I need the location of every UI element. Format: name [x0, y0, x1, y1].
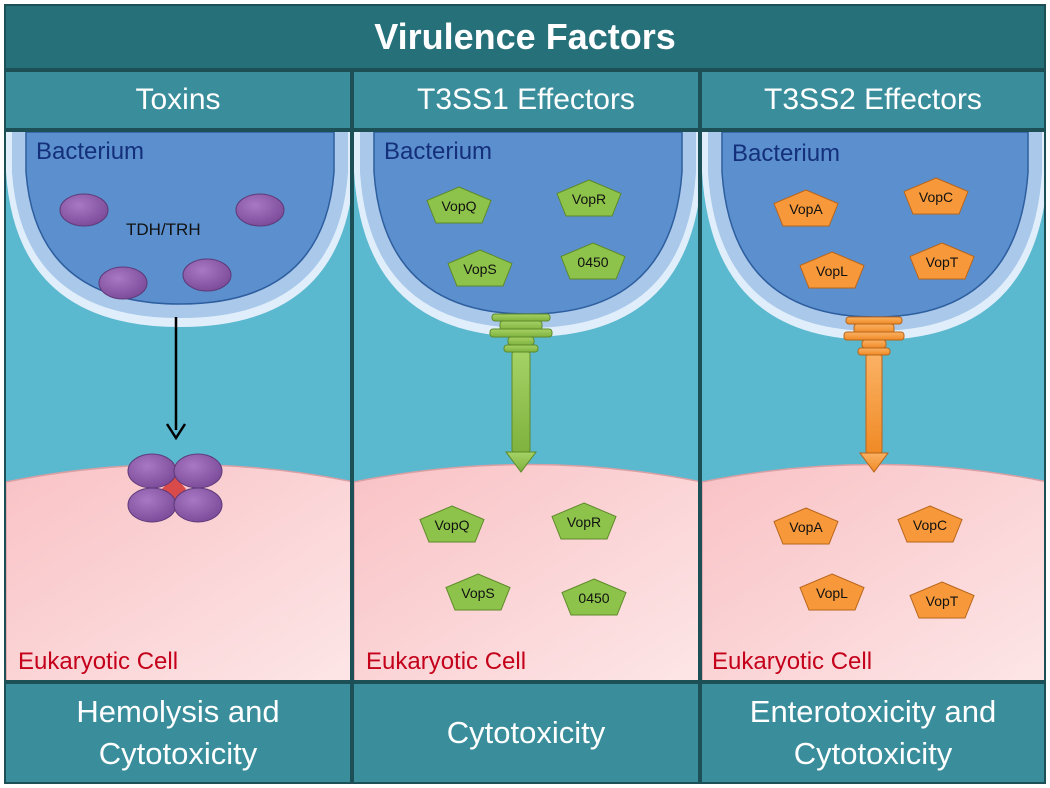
effector-shape	[799, 251, 865, 289]
toxin-molecule	[235, 193, 285, 227]
bacterium-label: Bacterium	[36, 138, 145, 165]
effector-label: VopA	[789, 201, 823, 217]
t3ss2-injectisome	[843, 316, 905, 473]
effectors-in-host: VopQ VopR VopS 0450	[419, 502, 627, 616]
effector-shape	[560, 242, 626, 280]
effector-protein: 0450	[561, 578, 627, 616]
effector-label: VopL	[816, 263, 848, 279]
effector-protein: 0450	[560, 242, 626, 280]
effector-shape	[799, 573, 865, 611]
column-header-t3ss1: T3SS1 Effectors	[352, 70, 700, 130]
t3ss1-injectisome	[489, 313, 553, 473]
effector-label: VopS	[463, 261, 496, 277]
column-header-toxins: Toxins	[4, 70, 352, 130]
effector-shape	[909, 581, 975, 619]
effector-protein: VopT	[909, 581, 975, 619]
effector-label: VopR	[567, 514, 601, 530]
effector-protein: VopR	[556, 179, 622, 217]
effector-label: VopQ	[441, 198, 476, 214]
effector-shape	[897, 505, 963, 543]
effector-label: VopT	[926, 254, 959, 270]
effectors-in-bacterium: VopA VopC VopL VopT	[773, 177, 975, 289]
effector-protein: VopC	[903, 177, 969, 215]
effector-label: VopQ	[434, 517, 469, 533]
effector-protein: VopQ	[419, 505, 485, 543]
effectors-in-host: VopA VopC VopL VopT	[773, 505, 975, 619]
footer-line: Cytotoxicity	[793, 736, 953, 771]
effector-protein: VopQ	[426, 186, 492, 224]
toxin-molecule	[98, 266, 148, 300]
effector-label: 0450	[577, 254, 608, 270]
effector-label: VopC	[919, 189, 953, 205]
toxin-molecule	[182, 258, 232, 292]
effector-protein: VopR	[551, 502, 617, 540]
eukaryotic-cell-label: Eukaryotic Cell	[18, 648, 179, 675]
footer-line: Hemolysis and	[76, 694, 280, 729]
effector-shape	[561, 578, 627, 616]
footer-line: Cytotoxicity	[446, 715, 606, 750]
column-footer-t3ss1: Cytotoxicity	[352, 682, 700, 784]
bacterium-label: Bacterium	[384, 138, 493, 165]
effector-protein: VopL	[799, 251, 865, 289]
effector-label: VopS	[461, 585, 494, 601]
toxin-pore-complex	[127, 453, 223, 523]
diagram-title: Virulence Factors	[4, 4, 1046, 70]
panel-toxins: Bacterium TDH/TRH Eukaryotic Cell	[4, 130, 352, 682]
effector-shape	[445, 573, 511, 611]
bacterium-label: Bacterium	[732, 140, 841, 167]
toxin-molecule	[59, 193, 109, 227]
effector-shape	[773, 189, 839, 227]
effector-shape	[556, 179, 622, 217]
eukaryotic-cell-label: Eukaryotic Cell	[712, 648, 873, 675]
footer-line: Cytotoxicity	[98, 736, 258, 771]
effector-shape	[447, 249, 513, 287]
effector-shape	[551, 502, 617, 540]
panel-t3ss2: VopA VopC VopL VopT VopA VopC VopL VopT Bacter…	[700, 130, 1046, 682]
secretion-arrowhead	[165, 423, 187, 441]
effector-shape	[426, 186, 492, 224]
column-header-t3ss2: T3SS2 Effectors	[700, 70, 1046, 130]
toxin-label: TDH/TRH	[126, 220, 201, 239]
effector-shape	[773, 507, 839, 545]
effector-label: VopT	[926, 593, 959, 609]
effector-shape	[909, 242, 975, 280]
effector-protein: VopL	[799, 573, 865, 611]
effector-label: VopL	[816, 585, 848, 601]
footer-line: Enterotoxicity and	[749, 694, 997, 729]
effector-protein: VopS	[447, 249, 513, 287]
effectors-in-bacterium: VopQ VopR VopS 0450	[426, 179, 626, 287]
effector-label: VopA	[789, 519, 823, 535]
effector-shape	[903, 177, 969, 215]
effector-label: VopR	[572, 191, 606, 207]
bacterium-cytoplasm	[25, 132, 335, 305]
panel-t3ss1: VopQ VopR VopS 0450 VopQ VopR VopS 0450 Bacter…	[352, 130, 700, 682]
effector-protein: VopA	[773, 507, 839, 545]
effector-label: VopC	[913, 517, 947, 533]
effector-protein: VopA	[773, 189, 839, 227]
eukaryotic-cell-label: Eukaryotic Cell	[366, 648, 527, 675]
effector-label: 0450	[578, 590, 609, 606]
effector-protein: VopS	[445, 573, 511, 611]
effector-protein: VopC	[897, 505, 963, 543]
effector-shape	[419, 505, 485, 543]
effector-protein: VopT	[909, 242, 975, 280]
